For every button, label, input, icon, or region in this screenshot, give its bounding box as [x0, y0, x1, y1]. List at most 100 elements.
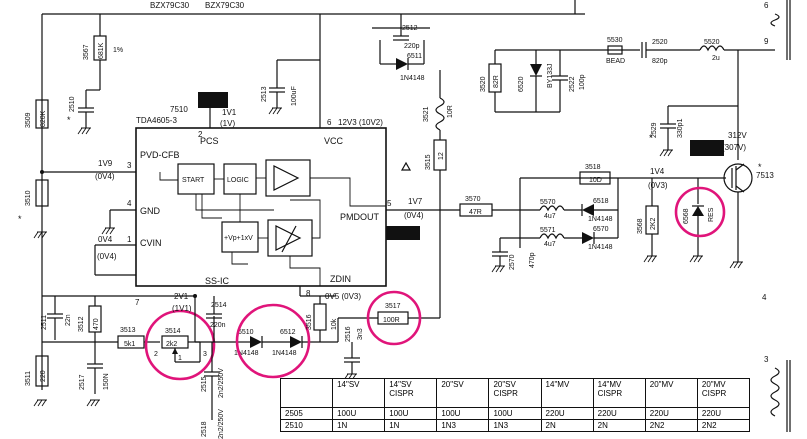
r3516-value: 10k	[331, 318, 338, 330]
ic-pin5: 5	[387, 199, 392, 208]
pin7-voltage: 2V1	[174, 292, 189, 301]
table-cell: 1N	[384, 419, 438, 432]
ic-pin1: 1	[127, 235, 132, 244]
l5520-ref: 5520	[704, 39, 720, 46]
ground-symbol-2570	[491, 265, 506, 273]
ic-pvdcfb-label: PVD-CFB	[140, 150, 180, 160]
pvd-voltage-alt: (0V4)	[95, 172, 115, 181]
table-header: 14"SV CISPR	[384, 378, 438, 408]
l5530-bead	[607, 45, 623, 55]
l5570-coil	[539, 205, 565, 212]
table-cell: 1N	[332, 419, 386, 432]
c2516-value: 3n3	[357, 328, 364, 340]
table-cell: 100U	[488, 407, 542, 420]
ic-comparator-adjust	[281, 225, 297, 253]
d6510-value: 1N4148	[234, 350, 259, 357]
ic-black-marker	[198, 92, 228, 108]
r3511-resistor	[35, 355, 49, 387]
c2512-value: 220p	[404, 43, 420, 50]
r3515-value: 12	[438, 152, 445, 160]
c2514-value: 220n	[210, 322, 226, 329]
highlight-pot3514	[144, 309, 216, 381]
d6570-ref: 6570	[593, 226, 609, 233]
drain-black-marker	[690, 140, 724, 156]
ground-symbol-2529	[659, 149, 674, 157]
table-header: 14"SV	[332, 378, 386, 408]
cvin-voltage-alt: (0V4)	[97, 252, 117, 261]
r3520-ref: 3520	[480, 76, 487, 92]
table-cell: 220U	[540, 407, 594, 420]
d6510-triangle	[250, 336, 262, 348]
d6518-triangle	[582, 204, 594, 216]
c2515-ref: 2515	[201, 376, 208, 392]
l5530-value: BEAD	[606, 58, 625, 65]
r3517-ref: 3517	[385, 303, 401, 310]
r3518-value: 10D	[589, 177, 602, 184]
ic-pmdout-label: PMDOUT	[340, 212, 379, 222]
r3567-tolerance: 1%	[113, 47, 123, 54]
pm-voltage-alt: (0V4)	[404, 211, 424, 220]
d6511-ref: 6511	[407, 53, 422, 60]
table-cell: 2N	[592, 419, 646, 432]
d6568-ref: 6568	[683, 208, 690, 224]
ic-start-text: START	[182, 177, 205, 184]
c2522-ref: 2522	[569, 76, 576, 92]
pcs-voltage: 1V1	[222, 108, 237, 117]
c2513-ref: 2513	[261, 86, 268, 102]
table-cell: 220U	[592, 407, 646, 420]
d6570-value: 1N4148	[588, 244, 613, 251]
ic-tda4605-body	[135, 127, 387, 287]
ic-wire-a	[159, 172, 178, 181]
ic-pin8: 8	[306, 289, 311, 298]
c2516-ref: 2516	[345, 326, 352, 342]
d6518-ref: 6518	[593, 198, 609, 205]
r3568-ref: 3568	[637, 218, 644, 234]
ic-wire-j	[231, 252, 248, 265]
ic-wire-e	[195, 194, 274, 211]
pin-3-label: 3	[764, 355, 769, 364]
table-header: 20"SV	[436, 378, 490, 408]
pin-9-label: 9	[764, 37, 769, 46]
ic-wire-i	[290, 199, 321, 239]
d6520-value: BY133J	[547, 63, 554, 88]
r3568-value: 2K2	[650, 217, 657, 230]
table-cell: 220U	[696, 407, 750, 420]
c2570-ref: 2570	[509, 254, 516, 270]
ic-logic-text: LOGIC	[227, 177, 249, 184]
pot3514-ref: 3514	[165, 328, 181, 335]
c2517-value: 150N	[103, 373, 110, 390]
d6512-value: 1N4148	[272, 350, 297, 357]
warning-triangle-icon	[400, 161, 412, 171]
ic-zdin-label: ZDIN	[330, 274, 351, 284]
c2570-value: 470p	[529, 252, 536, 268]
ground-symbol-source	[729, 261, 744, 269]
d6568-triangle	[692, 206, 704, 216]
c2515-value: 2n2/250V	[218, 368, 225, 398]
c2513-value: 100uF	[291, 86, 298, 106]
junction-pvd	[40, 170, 44, 174]
gate-voltage-alt: (0V3)	[648, 181, 668, 190]
r3509-resistor	[35, 99, 49, 129]
r3511-ref: 3511	[25, 371, 32, 386]
highlight-diodes	[235, 303, 311, 379]
table-cell: 100U	[436, 407, 490, 420]
c2511-value: 22n	[65, 314, 72, 326]
d6570-triangle	[582, 232, 594, 244]
ic-pin7: 7	[135, 298, 140, 307]
table-header: 20"MV CISPR	[696, 378, 750, 408]
ground-symbol-3568	[643, 255, 658, 263]
d6512-ref: 6512	[280, 329, 296, 336]
junction-pin7	[193, 294, 197, 298]
drain-voltage: 312V	[728, 131, 747, 140]
table-header: 20"SV CISPR	[488, 378, 542, 408]
transformer-top-coil	[770, 13, 780, 27]
ground-symbol-pin4	[101, 227, 116, 235]
c2514-ref: 2514	[211, 302, 227, 309]
table-header: 14"MV CISPR	[592, 378, 646, 408]
table-cell: 2510	[280, 419, 334, 432]
pot3514-pin2: 2	[154, 351, 158, 358]
c2520-value: 820p	[652, 58, 668, 65]
c2520-ref: 2520	[652, 39, 668, 46]
